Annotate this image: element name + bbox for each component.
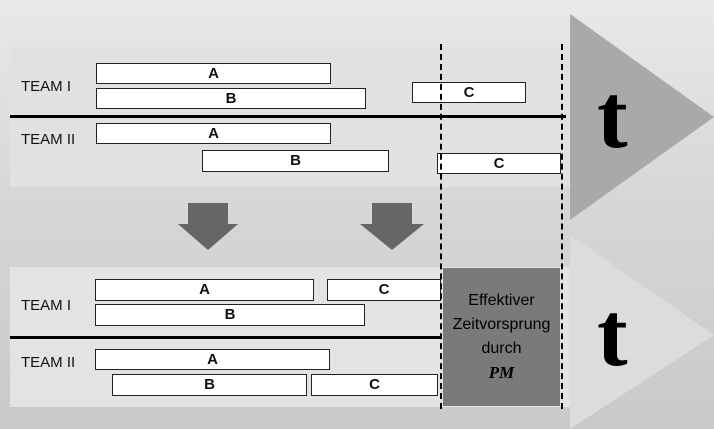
down-arrow-right (360, 203, 424, 250)
bottom-team2-bar-a: A (95, 349, 330, 370)
top-team2-bar-a: A (96, 123, 331, 144)
bottom-team1-bar-b: B (95, 304, 365, 326)
bottom-divider (10, 336, 442, 339)
down-arrow-left (178, 203, 238, 250)
top-team1-bar-b: B (96, 88, 366, 109)
time-advantage-callout: Effektiver Zeitvorsprung durch PM (443, 268, 560, 406)
top-team1-bar-a: A (96, 63, 331, 84)
bottom-team2-bar-b: B (112, 374, 307, 396)
dashed-line-right (561, 44, 563, 409)
top-divider (10, 115, 566, 118)
bottom-team1-bar-a: A (95, 279, 314, 301)
dashed-line-left (440, 44, 442, 409)
bottom-team2-label: TEAM II (21, 354, 76, 371)
top-team2-label: TEAM II (21, 131, 76, 148)
callout-line4: PM (488, 363, 515, 382)
top-team1-bar-c: C (412, 82, 526, 103)
bottom-team1-bar-c: C (327, 279, 441, 301)
callout-line3: durch (481, 340, 522, 357)
bottom-time-label: t (597, 283, 628, 385)
bottom-team2-bar-c: C (311, 374, 438, 396)
top-team2-bar-c: C (437, 153, 561, 174)
bottom-team1-label: TEAM I (21, 297, 72, 314)
top-team1-label: TEAM I (21, 78, 72, 95)
top-time-label: t (597, 65, 628, 167)
callout-line1: Effektiver (468, 292, 535, 309)
top-team2-bar-b: B (202, 150, 389, 172)
callout-line2: Zeitvorsprung (452, 316, 551, 333)
